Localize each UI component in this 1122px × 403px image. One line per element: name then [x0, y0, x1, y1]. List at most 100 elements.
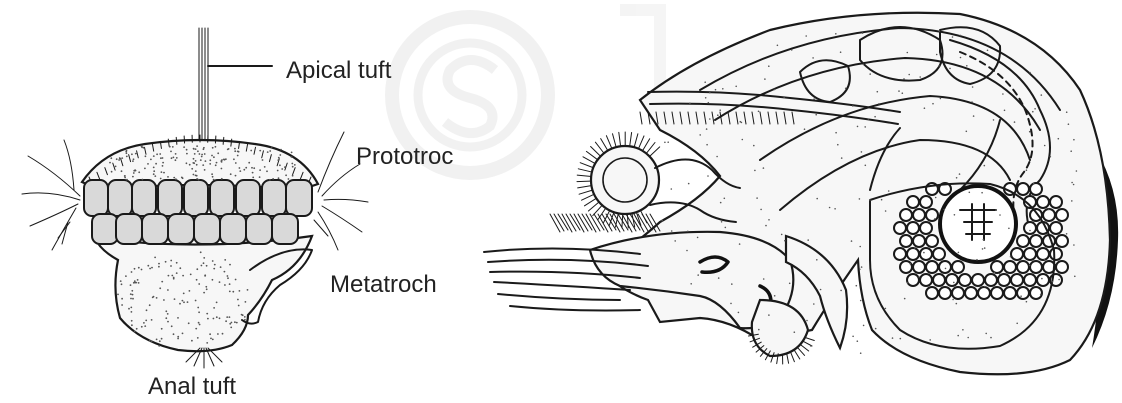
stipple-dot	[857, 340, 859, 342]
stipple-dot	[1014, 121, 1016, 123]
stipple-dot	[216, 162, 218, 164]
stipple-dot	[165, 261, 167, 263]
stipple-dot	[215, 164, 217, 166]
stipple-dot	[781, 234, 783, 236]
stipple-dot	[957, 335, 959, 337]
stipple-dot	[203, 257, 205, 259]
stipple-dot	[983, 239, 985, 241]
stipple-dot	[914, 247, 916, 249]
stipple-dot	[1034, 108, 1036, 110]
stipple-dot	[763, 167, 765, 169]
stipple-dot	[292, 175, 294, 177]
stipple-dot	[151, 319, 153, 321]
egg	[913, 209, 925, 221]
stipple-dot	[252, 172, 254, 174]
prototroch-cell	[286, 180, 312, 216]
egg	[900, 261, 912, 273]
stipple-dot	[160, 178, 162, 180]
stipple-dot	[187, 301, 189, 303]
stipple-dot	[863, 325, 865, 327]
stipple-dot	[168, 275, 170, 277]
cilium	[223, 137, 224, 144]
stipple-dot	[758, 111, 760, 113]
prototroch-cell	[84, 180, 108, 216]
stipple-dot	[203, 148, 205, 150]
stipple-dot	[244, 316, 246, 318]
stipple-dot	[196, 279, 198, 281]
stipple-dot	[212, 279, 214, 281]
metatroch-cells	[92, 214, 298, 244]
egg	[939, 287, 951, 299]
stipple-dot	[141, 269, 143, 271]
stipple-dot	[690, 283, 692, 285]
stipple-dot	[813, 98, 815, 100]
stipple-dot	[706, 144, 708, 146]
stipple-dot	[765, 225, 767, 227]
egg	[991, 287, 1003, 299]
stipple-dot	[149, 304, 151, 306]
stipple-dot	[144, 325, 146, 327]
stipple-dot	[834, 208, 836, 210]
cilium	[586, 151, 597, 159]
stipple-dot	[835, 33, 837, 35]
stipple-dot	[195, 170, 197, 172]
stipple-dot	[279, 154, 281, 156]
stipple-dot	[277, 170, 279, 172]
stipple-dot	[1044, 145, 1046, 147]
metatroch-cell	[168, 214, 194, 244]
stipple-dot	[861, 151, 863, 153]
stipple-dot	[859, 198, 861, 200]
stipple-dot	[131, 320, 133, 322]
stipple-dot	[1010, 256, 1012, 258]
cilium	[619, 132, 621, 145]
stipple-dot	[1032, 111, 1034, 113]
stipple-dot	[807, 239, 809, 241]
stipple-dot	[110, 157, 112, 159]
stipple-dot	[111, 171, 113, 173]
stipple-dot	[774, 295, 776, 297]
prototroch-label: Prototroc	[356, 143, 453, 170]
stipple-dot	[225, 320, 227, 322]
egg	[1043, 209, 1055, 221]
stipple-dot	[954, 214, 956, 216]
stipple-dot	[212, 176, 214, 178]
stipple-dot	[126, 179, 128, 181]
stipple-dot	[877, 91, 879, 93]
stipple-dot	[259, 169, 261, 171]
stipple-dot	[212, 147, 214, 149]
stipple-dot	[191, 168, 193, 170]
stipple-dot	[121, 298, 123, 300]
prototroch-cell	[236, 180, 260, 216]
stipple-dot	[206, 313, 208, 315]
stipple-dot	[225, 158, 227, 160]
stipple-dot	[243, 169, 245, 171]
stipple-dot	[233, 158, 235, 160]
stipple-dot	[214, 264, 216, 266]
stipple-dot	[671, 188, 673, 190]
stipple-dot	[999, 273, 1001, 275]
stipple-dot	[130, 298, 132, 300]
metatroch-cell	[142, 214, 168, 244]
cilium	[579, 190, 592, 194]
stipple-dot	[898, 90, 900, 92]
stipple-dot	[158, 263, 160, 265]
stipple-dot	[719, 109, 721, 111]
stipple-dot	[145, 155, 147, 157]
stipple-dot	[116, 158, 118, 160]
stipple-dot	[163, 172, 165, 174]
stipple-dot	[245, 167, 247, 169]
stipple-dot	[939, 30, 941, 32]
stipple-dot	[177, 336, 179, 338]
stipple-dot	[133, 282, 135, 284]
stipple-dot	[244, 319, 246, 321]
stipple-dot	[145, 320, 147, 322]
stipple-dot	[805, 35, 807, 37]
stipple-dot	[183, 293, 185, 295]
egg	[920, 248, 932, 260]
stipple-dot	[864, 126, 866, 128]
stipple-dot	[738, 312, 740, 314]
stipple-dot	[245, 301, 247, 303]
cilium	[588, 203, 598, 211]
stipple-dot	[840, 290, 842, 292]
apical-tuft-label: Apical tuft	[286, 57, 392, 84]
